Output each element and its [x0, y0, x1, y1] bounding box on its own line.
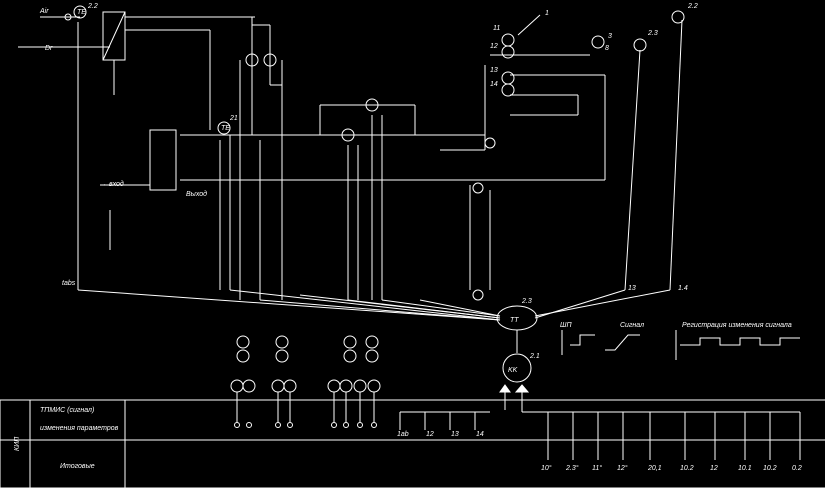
controller-tag-label: 2.3 [521, 298, 532, 305]
pos-11-label: 11 [493, 25, 500, 32]
cell-r8: 10.2 [763, 465, 777, 472]
label-8: 8 [605, 45, 609, 52]
kk-tag-label: 2.1 [529, 353, 540, 360]
controller-label: TT [510, 317, 519, 324]
controller-block [496, 305, 538, 412]
trace-13-label: 13 [628, 285, 636, 292]
table-row3: Итоговые [60, 463, 95, 470]
cell-r7: 10.1 [738, 465, 752, 472]
cell-r5: 10.2 [680, 465, 694, 472]
pump-pair [239, 17, 283, 135]
dr-label: Dr [45, 45, 53, 52]
bottom-table [0, 399, 825, 488]
table-row1: ТПМИС (сигнал) [40, 407, 94, 414]
table-col-label: КИП [14, 436, 21, 451]
table-row2: изменения параметров [40, 425, 119, 432]
pos-12-label: 12 [490, 43, 498, 50]
cell-r1: 2.3° [565, 464, 579, 472]
cell-r0: 10° [541, 464, 552, 472]
cell-13: 13 [451, 431, 459, 438]
kk-label: KK [508, 367, 518, 374]
top-right-instruments [73, 5, 685, 135]
cell-r2: 11° [592, 464, 602, 472]
te-21-label: TE [221, 125, 230, 132]
tag-2-2-label: 2.2 [87, 3, 98, 10]
output-left-label: Выход [186, 190, 207, 198]
legend-title-2: Сигнал [620, 322, 644, 329]
heat-exchanger [102, 11, 255, 130]
pos-13-label: 13 [490, 67, 498, 74]
cell-r4: 20,1 [647, 465, 662, 472]
cell-14: 14 [476, 431, 484, 438]
cell-r9: 0.2 [792, 465, 802, 472]
instrument-stacks [230, 335, 381, 428]
air-label: Air [39, 8, 49, 15]
signal-fan [77, 289, 671, 321]
cell-12: 12 [426, 431, 434, 438]
cell-r3: 12° [617, 464, 628, 472]
cell-r6: 12 [710, 465, 718, 472]
pos-3-label: 3 [608, 33, 612, 40]
trace-tabs-label: tabs [62, 280, 76, 287]
input-left-label: → вход [100, 180, 124, 188]
tag-21-label: 21 [229, 115, 238, 122]
legend-title-1: ШП [560, 322, 572, 329]
tag-23-label: 2.3 [647, 30, 658, 37]
cell-1ab: 1ab [397, 431, 409, 438]
vessel-left [100, 129, 177, 250]
pos-1-label: 1 [545, 10, 549, 17]
process-lines [180, 54, 606, 290]
te-top-label: TE [77, 9, 86, 16]
legend-title-3: Регистрация изменения сигнала [682, 322, 792, 329]
tag-top-right-label: 2.2 [687, 3, 698, 10]
legend-waveforms [561, 330, 800, 360]
input-air-line [18, 13, 110, 48]
trace-14-label: 1.4 [678, 285, 688, 292]
pos-14-label: 14 [490, 81, 498, 88]
signal-lines [77, 19, 683, 301]
